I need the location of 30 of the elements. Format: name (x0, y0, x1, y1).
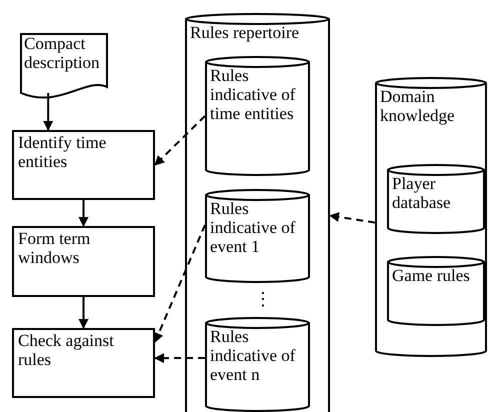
node-label: Domain knowledge (380, 87, 456, 125)
process-box (12, 130, 155, 200)
arrow (154, 115, 206, 166)
node-label: Identify time entities (18, 133, 108, 171)
arrow (78, 200, 88, 227)
document-shape (20, 33, 108, 101)
arrow (154, 224, 206, 343)
database-cylinder (205, 57, 310, 175)
ellipsis-label: ⋮ (254, 288, 272, 310)
arrow (154, 353, 205, 364)
database-cylinder (205, 318, 310, 411)
node-label: Rules indicative of time entities (210, 66, 296, 123)
node-label: Compact description (24, 34, 101, 72)
node-label: Player database (392, 174, 452, 212)
process-box (12, 226, 155, 297)
database-cylinder (205, 190, 310, 282)
arrow (329, 212, 376, 224)
arrow (43, 93, 54, 131)
process-box (12, 328, 155, 398)
database-cylinder (375, 78, 487, 356)
node-label: Rules repertoire (190, 23, 300, 42)
node-label: Game rules (392, 266, 471, 285)
node-label: Form term windows (18, 229, 92, 267)
arrow (78, 297, 88, 329)
node-label: Rules indicative of event 1 (210, 199, 296, 256)
node-label: Check against rules (18, 331, 115, 369)
database-cylinder (387, 165, 485, 233)
node-label: Rules indicative of event n (210, 327, 296, 384)
database-cylinder (387, 257, 485, 325)
database-cylinder (185, 14, 330, 412)
